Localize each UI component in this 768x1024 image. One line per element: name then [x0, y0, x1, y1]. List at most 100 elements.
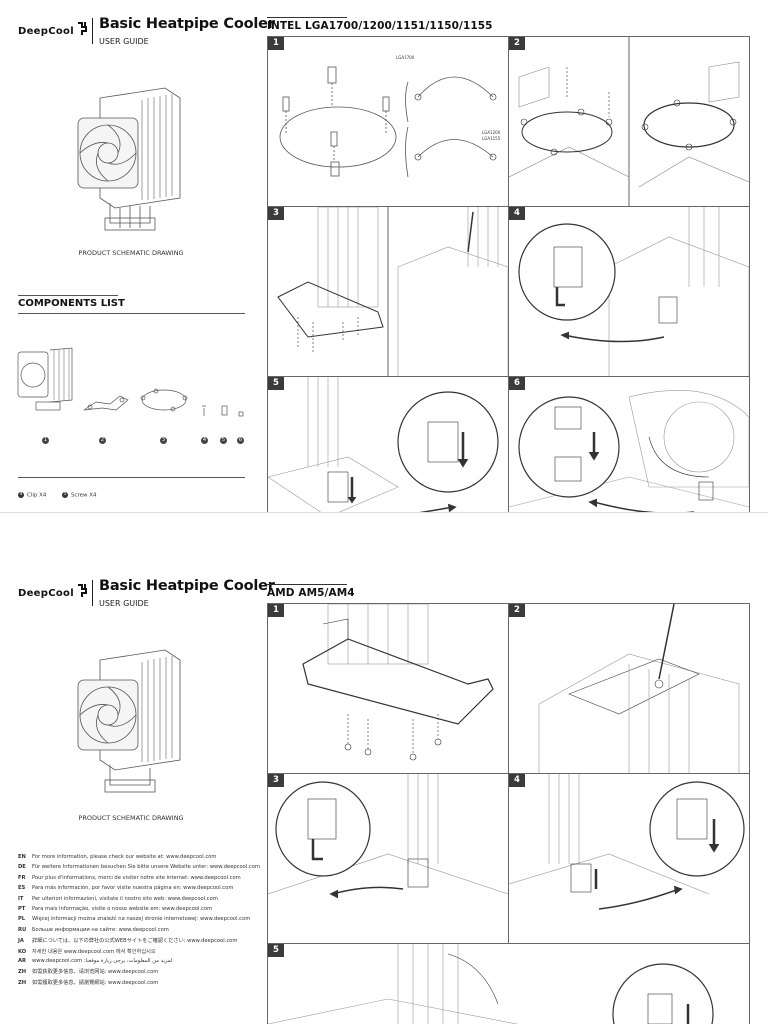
step-4-panel: 4: [508, 206, 750, 378]
deepcool-logo-icon: [78, 22, 87, 35]
schematic-caption: PRODUCT SCHEMATIC DRAWING: [78, 249, 184, 257]
step-2-panel: 2: [508, 603, 750, 775]
language-code: ZH: [18, 979, 27, 986]
language-code: FR: [18, 874, 26, 881]
language-text: www.deepcool.com :لمزيد من المعلومات، ير…: [32, 958, 173, 964]
step-number: 6: [509, 377, 525, 390]
language-info-row: KO 자세한 내용은 www.deepcool.com 에서 확인하십시오: [18, 948, 258, 955]
component-number-6: 6: [237, 437, 244, 444]
step-number: 3: [268, 207, 284, 220]
language-text: For more information, please check our w…: [32, 854, 217, 860]
brand-logo: DeepCool: [18, 588, 74, 599]
step-number: 1: [268, 37, 284, 50]
step-3-illustration: [277, 207, 509, 377]
manual-page-intel: DeepCool Basic Heatpipe Cooler USER GUID…: [17, 16, 750, 512]
page-title: Basic Heatpipe Cooler: [99, 16, 275, 32]
language-info-row: AR www.deepcool.com :لمزيد من المعلومات، …: [18, 958, 258, 964]
language-code: PL: [18, 916, 26, 923]
components-drawing: [17, 347, 244, 417]
section-title-amd: AMD AM5/AM4: [267, 587, 355, 599]
language-code: DE: [18, 864, 26, 871]
manual-page-amd: DeepCool Basic Heatpipe Cooler USER GUID…: [0, 562, 768, 1024]
language-info-row: IT Per ulteriori informazioni, visitate i…: [18, 896, 258, 902]
section-rule: [267, 17, 347, 18]
components-divider: [18, 313, 245, 314]
step-6-panel: 6: [508, 376, 750, 512]
socket-label-1200: LGA1200: [482, 130, 501, 135]
step-5-illustration: [268, 377, 499, 512]
step-number: 1: [268, 604, 284, 617]
step-5-panel: 5: [267, 943, 750, 1024]
language-text: 如需获取更多信息，请浏览网站: www.deepcool.com: [32, 969, 159, 976]
page-subtitle: USER GUIDE: [99, 37, 149, 46]
language-code: RU: [18, 926, 27, 933]
language-code: IT: [18, 895, 24, 902]
step-2-panel: 2: [508, 36, 750, 208]
step-number: 2: [509, 604, 525, 617]
step-5-panel: 5: [267, 376, 510, 512]
step-1-panel: 1: [267, 603, 510, 775]
language-text: Para mais informação, visite o nosso web…: [32, 906, 213, 912]
socket-label-1700: LGA1700: [396, 55, 415, 60]
section-rule: [267, 584, 347, 585]
language-info-row: FR Pour plus d'informations, merci de vis…: [18, 875, 258, 881]
language-info-row: EN For more information, please check our…: [18, 854, 258, 860]
step-6-illustration: [509, 390, 749, 512]
page-subtitle: USER GUIDE: [99, 599, 149, 608]
brand-logo: DeepCool: [18, 26, 74, 37]
title-divider: [92, 580, 93, 606]
language-code: KO: [18, 948, 27, 955]
language-text: Für weitere Informationen besuchen Sie b…: [32, 864, 260, 871]
socket-label-1155: LGA1155: [482, 136, 501, 141]
step-number: 3: [268, 774, 284, 787]
components-list-title: COMPONENTS LIST: [18, 298, 125, 309]
step-number: 2: [509, 37, 525, 50]
deepcool-logo-icon: [78, 584, 87, 597]
component-number-3: 3: [160, 437, 167, 444]
cooler-product-drawing: [77, 87, 181, 231]
component-number-4: 4: [201, 437, 208, 444]
language-text: Para más información, por favor visite n…: [32, 885, 234, 892]
legend-top-rule: [18, 477, 245, 478]
language-text: Per ulteriori informazioni, visitate il …: [32, 895, 218, 902]
language-info-row: DE Für weitere Informationen besuchen Sie…: [18, 864, 260, 871]
step-4-panel: 4: [508, 773, 750, 945]
language-text: Pour plus d'informations, merci de visit…: [32, 874, 241, 881]
step-number: 4: [509, 207, 525, 220]
language-text: 자세한 내용은 www.deepcool.com 에서 확인하십시오: [32, 948, 156, 955]
language-info-row: PT Para mais informação, visite o nosso w…: [18, 906, 258, 912]
step-4-illustration: [518, 207, 749, 377]
step-3-illustration: [268, 774, 509, 899]
language-info-row: ZH 如需获取更多信息，请浏览网站: www.deepcool.com: [18, 968, 258, 975]
language-code: AR: [18, 958, 27, 964]
language-info-row: ZH 如需獲取更多信息，請瀏覽網站: www.deepcool.com: [18, 979, 258, 986]
step-5-illustration: [268, 944, 714, 1024]
title-divider: [92, 18, 93, 44]
step-3-panel: 3: [267, 206, 510, 378]
language-text: Więcej informacji można znaleźć na nasze…: [32, 916, 251, 923]
language-info-row: PL Więcej informacji można znaleźć na nas…: [18, 916, 258, 922]
step-1-panel: 1 LGA1700 LGA1200 LGA1155: [267, 36, 510, 208]
language-code: EN: [18, 854, 26, 860]
step-number: 5: [268, 377, 284, 390]
components-title-rule: [18, 295, 118, 296]
language-text: 如需獲取更多信息，請瀏覽網站: www.deepcool.com: [32, 979, 159, 986]
language-text: 詳細については、以下の弊社の公式WEBサイトをご確認ください: www.deep…: [32, 938, 238, 945]
step-1-illustration: [279, 66, 497, 178]
language-code: ZH: [18, 969, 27, 976]
component-number-2: 2: [99, 437, 106, 444]
page-separator: [0, 512, 768, 563]
step-number: 5: [268, 944, 284, 957]
component-number-1: 1: [42, 437, 49, 444]
language-info-row: JA 詳細については、以下の弊社の公式WEBサイトをご確認ください: www.de…: [18, 937, 258, 944]
step-3-panel: 3: [267, 773, 510, 945]
language-code: JA: [18, 938, 24, 945]
component-number-5: 5: [220, 437, 227, 444]
section-title-intel: INTEL LGA1700/1200/1151/1150/1155: [267, 20, 493, 32]
page-title: Basic Heatpipe Cooler: [99, 578, 275, 594]
language-code: PT: [18, 906, 26, 912]
step-4-illustration: [509, 774, 745, 910]
